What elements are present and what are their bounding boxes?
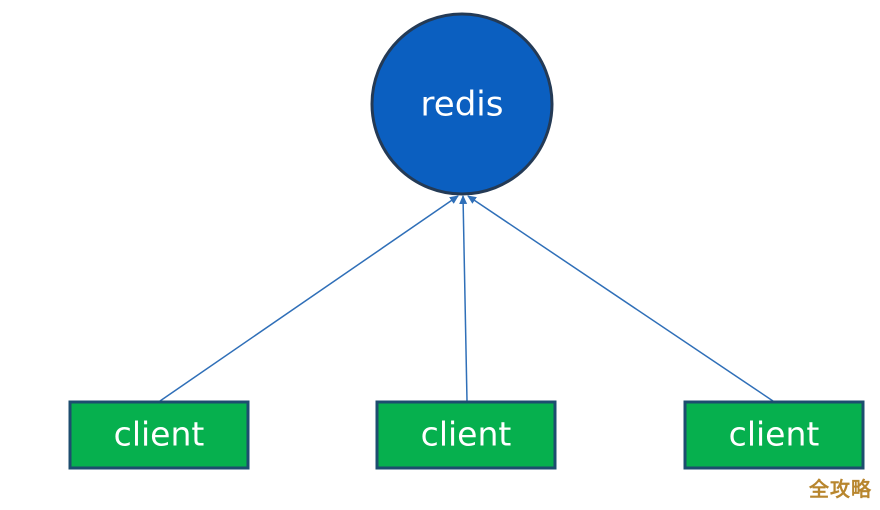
redis-node-label: redis <box>421 85 504 125</box>
edge-client-2-to-redis <box>459 195 468 402</box>
redis-node-circle <box>370 12 554 196</box>
client-node-1: client <box>68 400 250 470</box>
client-node-2-box <box>375 400 557 470</box>
client-node-2: client <box>375 400 557 470</box>
edge-client-3-to-redis <box>467 195 774 402</box>
client-node-3-label: client <box>729 415 820 454</box>
client-node-3: client <box>683 400 865 470</box>
client-node-3-box <box>683 400 865 470</box>
edge-client-1-to-redis <box>159 195 459 402</box>
client-node-2-label: client <box>421 415 512 454</box>
redis-node: redis <box>370 12 554 196</box>
client-node-1-label: client <box>114 415 205 454</box>
watermark: 全攻略 <box>809 477 872 501</box>
client-node-1-box <box>68 400 250 470</box>
